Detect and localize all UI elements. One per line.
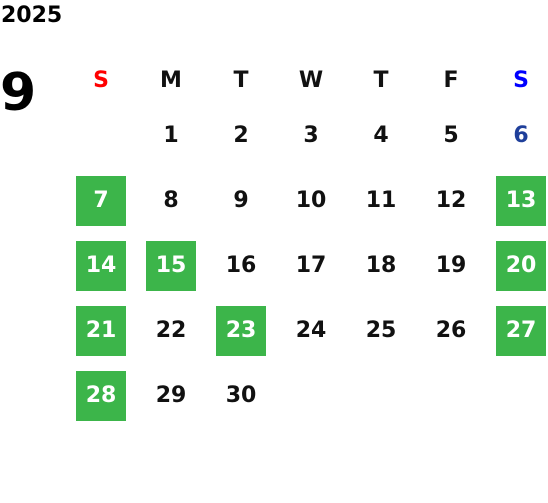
day-cell-3[interactable]: 3 [276,103,346,168]
day-number: 19 [435,253,467,278]
weekday-wednesday: W [298,68,324,93]
day-cell-14[interactable]: 14 [66,233,136,298]
day-number: 2 [233,123,249,148]
day-number: 21 [76,305,126,356]
weekday-tuesday: T [233,68,249,93]
day-number: 12 [435,188,467,213]
month-label: 9 [0,63,37,123]
day-cell-15[interactable]: 15 [136,233,206,298]
day-number: 3 [303,123,319,148]
day-cell-7[interactable]: 7 [66,168,136,233]
day-cell-19[interactable]: 19 [416,233,486,298]
empty-day-cell [346,363,416,428]
day-cell-16[interactable]: 16 [206,233,276,298]
day-cell-8[interactable]: 8 [136,168,206,233]
year-label: 2025 [1,3,63,28]
day-cell-29[interactable]: 29 [136,363,206,428]
day-cell-1[interactable]: 1 [136,103,206,168]
day-cell-4[interactable]: 4 [346,103,416,168]
day-number: 6 [513,123,529,148]
day-cell-13[interactable]: 13 [486,168,548,233]
day-number: 16 [225,253,257,278]
day-cell-10[interactable]: 10 [276,168,346,233]
empty-day-cell [416,363,486,428]
weekday-saturday: S [513,68,529,93]
day-number: 5 [443,123,459,148]
day-number: 18 [365,253,397,278]
day-number: 8 [163,188,179,213]
day-number: 22 [155,318,187,343]
day-cell-25[interactable]: 25 [346,298,416,363]
day-cell-6[interactable]: 6 [486,103,548,168]
day-number: 4 [373,123,389,148]
day-number: 23 [216,305,266,356]
day-number: 30 [225,383,257,408]
day-cell-21[interactable]: 21 [66,298,136,363]
empty-day-cell [276,363,346,428]
empty-day-cell [486,363,548,428]
weekday-sunday: S [93,68,109,93]
day-cell-18[interactable]: 18 [346,233,416,298]
day-cell-24[interactable]: 24 [276,298,346,363]
weekday-thursday: T [373,68,389,93]
day-cell-17[interactable]: 17 [276,233,346,298]
day-number: 10 [295,188,327,213]
day-cell-5[interactable]: 5 [416,103,486,168]
day-cell-2[interactable]: 2 [206,103,276,168]
day-cell-26[interactable]: 26 [416,298,486,363]
day-cell-11[interactable]: 11 [346,168,416,233]
day-number: 25 [365,318,397,343]
day-number: 29 [155,383,187,408]
day-cell-23[interactable]: 23 [206,298,276,363]
weekday-friday: F [443,68,459,93]
day-number: 15 [146,240,196,291]
day-cell-9[interactable]: 9 [206,168,276,233]
empty-day-cell [66,103,136,168]
day-number: 17 [295,253,327,278]
day-number: 20 [496,240,546,291]
day-number: 11 [365,188,397,213]
day-cell-12[interactable]: 12 [416,168,486,233]
day-cell-27[interactable]: 27 [486,298,548,363]
day-number: 26 [435,318,467,343]
day-cell-20[interactable]: 20 [486,233,548,298]
day-cell-28[interactable]: 28 [66,363,136,428]
day-cell-22[interactable]: 22 [136,298,206,363]
day-number: 24 [295,318,327,343]
day-number: 13 [496,175,546,226]
day-number: 14 [76,240,126,291]
day-number: 28 [76,370,126,421]
day-number: 7 [76,175,126,226]
weekday-monday: M [160,68,182,93]
day-cell-30[interactable]: 30 [206,363,276,428]
day-number: 9 [233,188,249,213]
day-number: 27 [496,305,546,356]
day-number: 1 [163,123,179,148]
